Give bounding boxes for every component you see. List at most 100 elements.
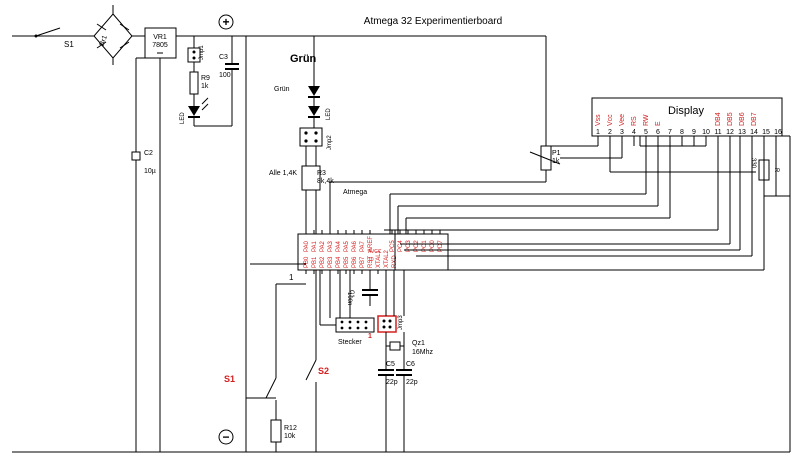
capacitor-c1: C1 100n [346,270,378,306]
chip-pin-label: PB0 [304,256,310,268]
p1-value: 1k [552,158,560,165]
display-pin-number: 1 [596,129,600,136]
c6-value: 22p [406,379,418,386]
chip-pin-label: PC2 [414,240,420,252]
avcc-label: AVCC [368,249,382,255]
display-pin-name: Vss [595,114,602,126]
chip-pin: XTAL1 [376,249,382,274]
chip-pin-label: PB3 [328,256,334,268]
r3-name: R3 [317,170,326,177]
gruen-heading: Grün [290,53,317,65]
chip-pin: PB1 [312,256,318,274]
s2-label: S2 [318,366,329,376]
c5-name: C5 [386,361,395,368]
chip-pin-label: PA2 [320,240,326,252]
programming-connector: Stecker 1 [319,270,375,346]
c1-name: C1 [348,290,354,298]
r9-name: R9 [201,75,210,82]
alle-label: Alle 1,4K [269,170,297,177]
pin1-label: 1 [289,273,294,282]
display-pin-number: 15 [762,129,770,136]
crystal-section: Qz1 16Mhz C5 22p C6 22p [378,270,434,452]
board-title: Atmega 32 Experimentierboard [364,16,502,27]
chip-pin-label: AREF [368,236,374,252]
display-pin: 9 [692,129,696,136]
r-display-value: 330 [750,158,756,169]
chip-pin-label: RST [368,256,374,268]
chip-pin-label: PC0 [430,240,436,252]
plus-marker: + [218,14,234,30]
chip-pin: PB6 [352,256,358,274]
push-buttons: S1 S2 R12 10k [224,270,329,452]
chip-pin: PB3 [328,256,334,274]
chip-pin-label: PB4 [336,256,342,268]
chip-pin: PA6 [352,230,358,252]
chip-pin: PA0 [304,230,310,252]
stecker-pin1: 1 [368,333,372,340]
display-pin-name: RS [631,116,638,126]
r9-value: 1k [201,83,209,90]
chip-pin-label: PB1 [312,256,318,268]
display-pin-number: 11 [714,129,721,136]
chip-pin: PB5 [344,256,350,274]
chip-pin: PC5 [390,230,396,252]
display-pin: 5RW [643,114,650,136]
display-pin-number: 13 [738,129,746,136]
display-pin-number: 6 [656,129,660,136]
display-label: Display [668,105,705,117]
display-pin-number: 10 [702,129,710,136]
chip-pin: RST [368,256,374,274]
c5-value: 22p [386,379,398,386]
bridge-rectifier: Br1 [93,5,133,65]
display-pin: 15 [762,129,770,136]
chip-pin-label: PA5 [344,240,350,252]
c2-name: C2 [144,150,153,157]
display-pin: 4RS [631,116,638,136]
svg-text:−: − [222,430,229,444]
svg-text:+: + [222,15,229,29]
chip-pin-label: PC3 [406,240,412,252]
display-pin-number: 14 [750,129,758,136]
chip-pin: PA5 [344,230,350,252]
display-pin: 10 [702,129,710,136]
display-pin: 16 [774,129,782,136]
display-pin: 1 Vss [595,114,602,136]
display-pin-name: DB6 [739,112,746,126]
regulator-type: 7805 [152,42,168,49]
display-pin-number: 2 [608,129,612,136]
p1-name: P1 [552,150,561,157]
chip-pin: PA4 [336,230,342,252]
display-pin-name: E [655,121,662,126]
chip-pin-label: PC4 [398,240,404,252]
chip-display-wiring [384,136,765,271]
chip-pin: PC0 [430,230,436,252]
r12-name: R12 [284,425,297,432]
chip-pin-label: PB2 [320,256,326,268]
chip-pin-label: PC5 [390,240,396,252]
display-pin-number: 9 [692,129,696,136]
display-pin-number: 5 [644,129,648,136]
capacitor-c3: C3 100 [219,36,239,126]
chip-pin-label: XTAL2 [384,249,390,268]
r3-value: 8k,4k [317,178,334,185]
display-pin-number: 8 [680,129,684,136]
chip-pin-label: PA3 [328,240,334,252]
c6-name: C6 [406,361,415,368]
capacitor-c2: C2 10µ [131,57,156,452]
chip-pin: PB0 [304,256,310,274]
led-small-label: LED [326,108,332,120]
potentiometer-p1: P1 1k [329,98,756,234]
chip-pin-label: PA6 [352,240,358,252]
chip-pin-label: PB6 [352,256,358,268]
r-display-name: R [773,168,779,173]
rectifier-label: Br1 [99,34,109,47]
chip-pin: PB7 [360,256,366,274]
